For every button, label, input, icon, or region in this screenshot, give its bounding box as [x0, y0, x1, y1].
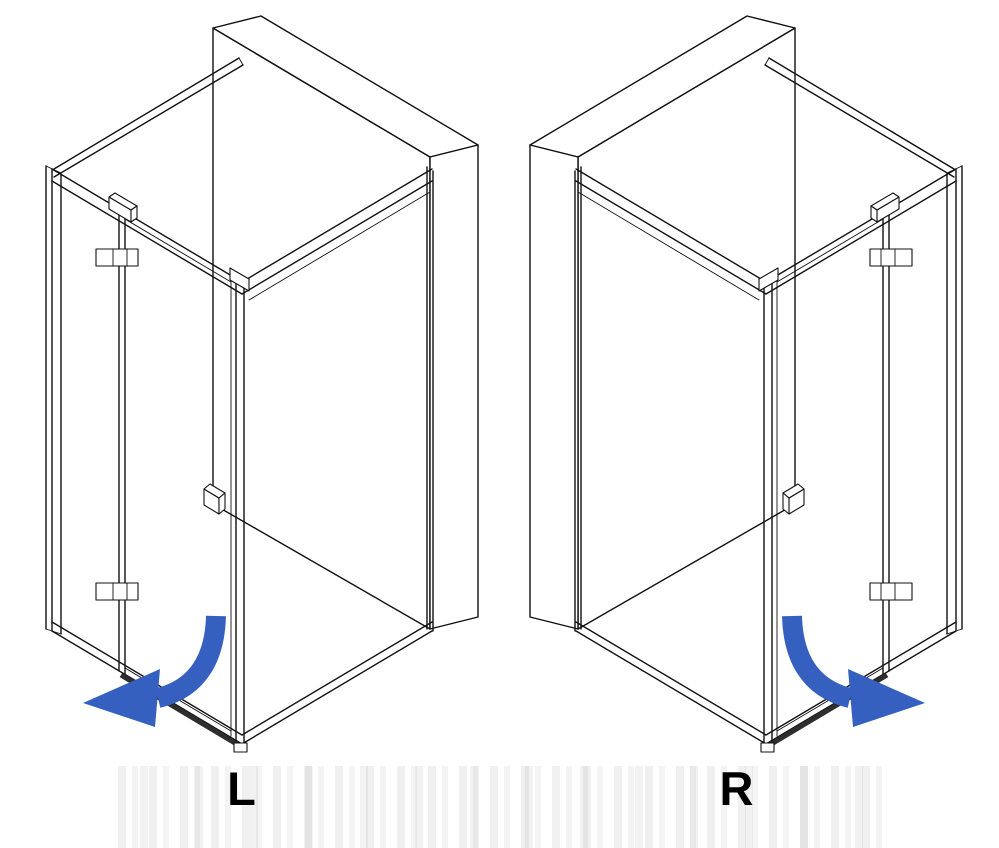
figure-left-drawing — [46, 16, 478, 752]
watermark-pattern — [118, 766, 882, 848]
figure-right-drawing — [530, 16, 962, 752]
figure-label-right: R — [719, 762, 755, 815]
figure-label-left: L — [227, 762, 257, 815]
